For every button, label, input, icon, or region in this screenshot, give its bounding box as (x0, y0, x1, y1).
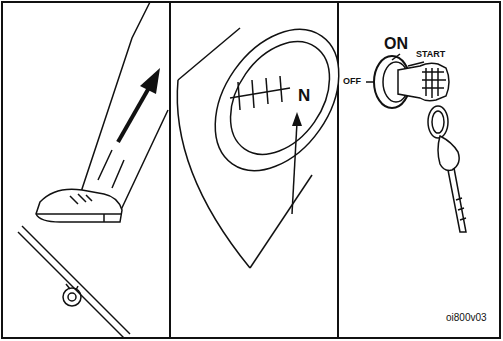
switch-position: ON (384, 36, 408, 52)
gear-label: N (298, 87, 310, 104)
switch-position: OFF (343, 77, 361, 86)
switch-position: START (416, 50, 445, 59)
figure-code: oi800v03 (446, 313, 487, 323)
